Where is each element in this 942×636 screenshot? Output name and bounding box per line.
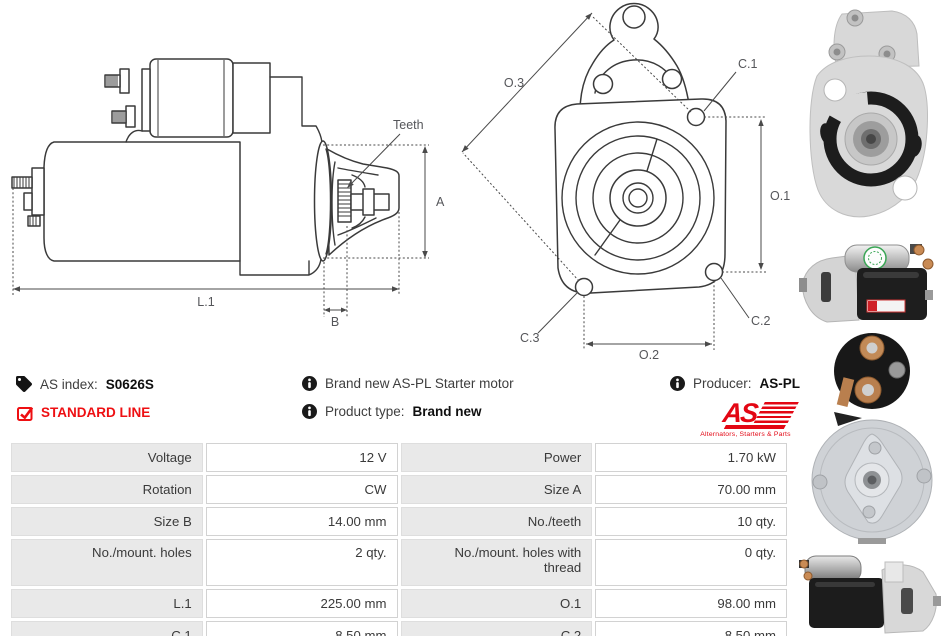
dim-label-teeth: Teeth (393, 118, 424, 132)
as-pl-logo-text: AS (721, 398, 759, 428)
spec-value: 70.00 mm (595, 475, 787, 504)
dim-label-b: B (331, 315, 339, 329)
spec-value: CW (205, 475, 398, 504)
as-index-label: AS index: (40, 376, 98, 392)
spec-label: C.2 (400, 621, 593, 636)
producer-value: AS-PL (759, 376, 801, 391)
spec-table: Voltage 12 V Power 1.70 kW Rotation CW S… (8, 440, 790, 636)
product-type-label: Product type: (325, 404, 405, 419)
producer-row: Producer: AS-PL (670, 376, 800, 391)
product-type-value: Brand new (412, 404, 482, 419)
description-row: Brand new AS-PL Starter motor (302, 376, 514, 391)
table-row: Voltage 12 V Power 1.70 kW (11, 443, 787, 472)
as-pl-logo-swoosh (724, 425, 786, 429)
spec-label: L.1 (11, 589, 203, 618)
dim-label-l1: L.1 (197, 295, 214, 309)
standard-line-label: STANDARD LINE (41, 405, 151, 420)
info-icon (670, 376, 685, 391)
product-type-row: Product type: Brand new (302, 404, 482, 419)
spec-value: 0 qty. (595, 539, 787, 586)
as-index-value: S0626S (105, 376, 154, 392)
as-pl-logo: AS Alternators, Starters & Parts (698, 398, 799, 438)
dim-label-o1: O.1 (770, 189, 790, 203)
product-photo-side-view-2 (799, 555, 941, 634)
spec-label: No./mount. holes with thread (400, 539, 593, 586)
tag-icon (16, 376, 32, 392)
spec-value: 2 qty. (205, 539, 398, 586)
starter-side-view-drawing: A Teeth L.1 B (11, 58, 445, 329)
dim-label-c2: C.2 (751, 314, 771, 328)
product-photo-side-view (799, 244, 934, 323)
info-icon (302, 404, 317, 419)
producer-label: Producer: (693, 376, 752, 391)
dim-label-o3: O.3 (504, 76, 524, 90)
spec-value: 8.50 mm (595, 621, 787, 636)
dim-label-o2: O.2 (639, 348, 659, 362)
table-row: L.1 225.00 mm O.1 98.00 mm (11, 589, 787, 618)
spec-value: 1.70 kW (595, 443, 787, 472)
product-photo-rear-endshield (811, 333, 933, 544)
spec-value: 8.50 mm (205, 621, 398, 636)
table-row: No./mount. holes 2 qty. No./mount. holes… (11, 539, 787, 586)
table-row: C.1 8.50 mm C.2 8.50 mm (11, 621, 787, 636)
as-pl-logo-tagline: Alternators, Starters & Parts (700, 430, 791, 438)
as-pl-logo-stripes-icon (753, 402, 799, 424)
standard-line-row: STANDARD LINE (16, 404, 150, 421)
dim-label-c3: C.3 (520, 331, 540, 345)
spec-label: No./teeth (400, 507, 593, 536)
table-row: Rotation CW Size A 70.00 mm (11, 475, 787, 504)
spec-label: Rotation (11, 475, 203, 504)
spec-label: Size B (11, 507, 203, 536)
spec-label: O.1 (400, 589, 593, 618)
checkbox-checked-icon (17, 406, 33, 421)
spec-value: 10 qty. (595, 507, 787, 536)
spec-label: Power (400, 443, 593, 472)
spec-value: 98.00 mm (595, 589, 787, 618)
spec-value: 14.00 mm (205, 507, 398, 536)
spec-label: No./mount. holes (11, 539, 203, 586)
description-text: Brand new AS-PL Starter motor (325, 376, 514, 391)
as-index-row: AS index: S0626S (16, 376, 154, 392)
dim-label-a: A (436, 195, 445, 209)
dim-label-c1: C.1 (738, 57, 758, 71)
product-photo-front-housing (809, 9, 928, 218)
spec-value: 12 V (205, 443, 398, 472)
spec-label: Size A (400, 475, 593, 504)
info-icon (302, 376, 317, 391)
spec-label: C.1 (11, 621, 203, 636)
spec-label: Voltage (11, 443, 203, 472)
table-row: Size B 14.00 mm No./teeth 10 qty. (11, 507, 787, 536)
starter-front-view-drawing: O.3 O.1 O.2 C.1 C.2 C.3 (461, 2, 790, 362)
spec-value: 225.00 mm (205, 589, 398, 618)
